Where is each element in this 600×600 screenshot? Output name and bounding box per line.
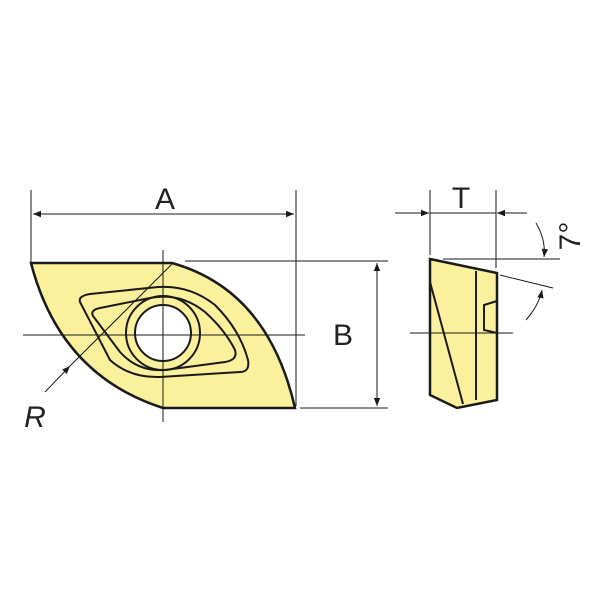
label-a: A: [155, 183, 175, 216]
label-angle: 7°: [554, 222, 587, 251]
angle-arc: [525, 289, 544, 321]
chipbreaker-outer: [78, 285, 250, 379]
label-r: R: [24, 401, 46, 434]
label-b: B: [333, 319, 353, 352]
radius-leader: [44, 365, 71, 393]
side-notch: [483, 300, 498, 334]
label-t: T: [452, 182, 470, 215]
